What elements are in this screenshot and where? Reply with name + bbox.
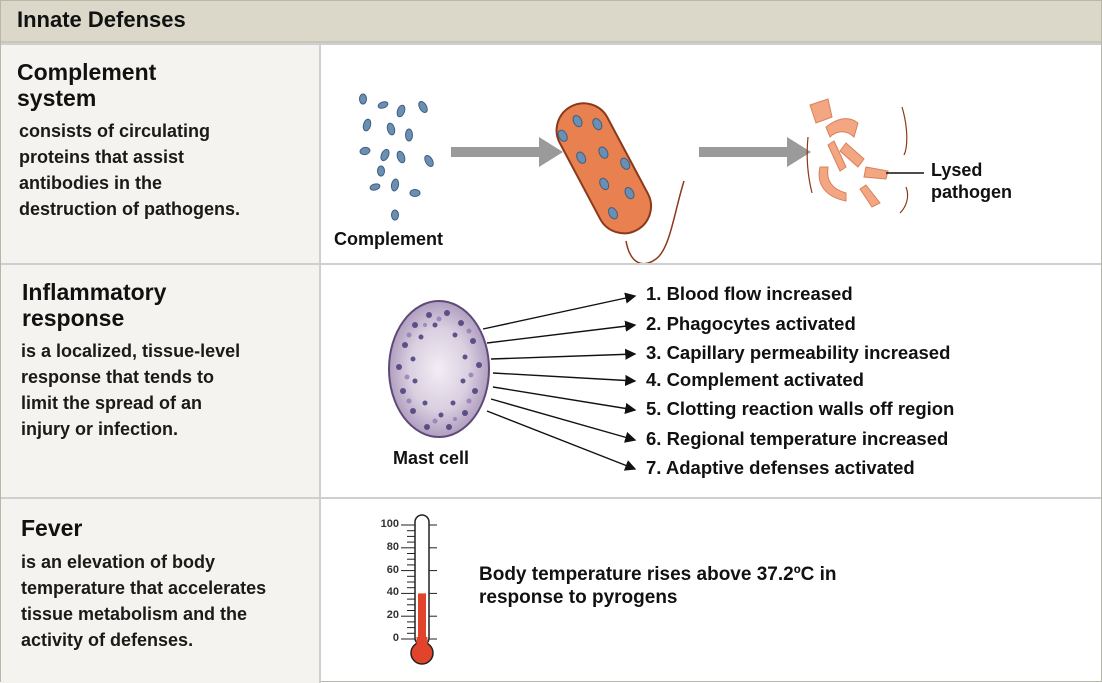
complement-term-cell: Complement system consists of circulatin… — [1, 45, 321, 265]
fever-statement: Body temperature rises above 37.2ºC in r… — [479, 564, 837, 608]
fever-heading: Fever — [21, 515, 83, 541]
complement-label: Complement — [334, 229, 444, 249]
effect-item-1: 1. Blood flow increased — [646, 283, 853, 304]
effect-item-4: 4. Complement activated — [646, 369, 864, 390]
pathogen-with-complement-illustration — [555, 102, 685, 265]
effects-arrows — [482, 292, 637, 471]
effect-item-2: 2. Phagocytes activated — [646, 313, 856, 334]
table-title: Innate Defenses — [17, 7, 186, 32]
complement-description: consists of circulating proteins that as… — [19, 121, 241, 219]
mast-cell-label: Mast cell — [393, 448, 470, 468]
inflammatory-heading: Inflammatory response — [22, 279, 167, 331]
arrow-to-effect-5 — [492, 386, 637, 414]
effect-item-6: 6. Regional temperature increased — [646, 428, 949, 449]
table-title-bar: Innate Defenses — [1, 1, 1101, 43]
inflammatory-row: Inflammatory response is a localized, ti… — [1, 263, 1101, 499]
arrow-to-effect-2 — [486, 320, 637, 344]
complement-heading: Complement system — [17, 59, 157, 111]
lysed-pathogen-label: Lysed pathogen — [931, 160, 1012, 202]
effect-item-7: 7. Adaptive defenses activated — [646, 457, 915, 478]
arrow-to-effect-4 — [492, 372, 637, 387]
scale-tick-label: 100 — [380, 518, 399, 530]
lysed-pathogen-illustration — [806, 98, 924, 214]
arrow-to-effect-1 — [482, 292, 637, 330]
scale-tick-label: 20 — [386, 609, 399, 622]
arrow-2-icon — [699, 137, 811, 167]
scale-tick-label: 0 — [392, 632, 399, 644]
arrow-to-effect-3 — [490, 348, 637, 360]
fever-row: Fever is an elevation of body temperatur… — [1, 497, 1101, 683]
complement-row: Complement system consists of circulatin… — [1, 43, 1101, 265]
fever-description: is an elevation of body temperature that… — [21, 552, 267, 650]
arrow-to-effect-6 — [490, 398, 637, 443]
fever-term-cell: Fever is an elevation of body temperatur… — [1, 499, 321, 683]
scale-tick-label: 60 — [386, 563, 399, 576]
mercury-column — [418, 593, 426, 648]
thermometer: 100 80 60 40 20 0 — [371, 513, 451, 673]
effect-item-5: 5. Clotting reaction walls off region — [646, 398, 955, 419]
thermometer-icon — [401, 514, 437, 665]
mast-cell-illustration — [388, 300, 490, 438]
inflammatory-term-cell: Inflammatory response is a localized, ti… — [1, 265, 321, 499]
scale-tick-label: 40 — [386, 586, 399, 599]
inflammatory-description: is a localized, tissue-level response th… — [21, 341, 241, 439]
arrow-to-effect-7 — [486, 410, 637, 471]
scale-tick-label: 80 — [386, 540, 399, 553]
effect-item-3: 3. Capillary permeability increased — [646, 342, 951, 363]
arrow-1-icon — [451, 137, 563, 167]
complement-proteins-illustration — [359, 93, 434, 221]
